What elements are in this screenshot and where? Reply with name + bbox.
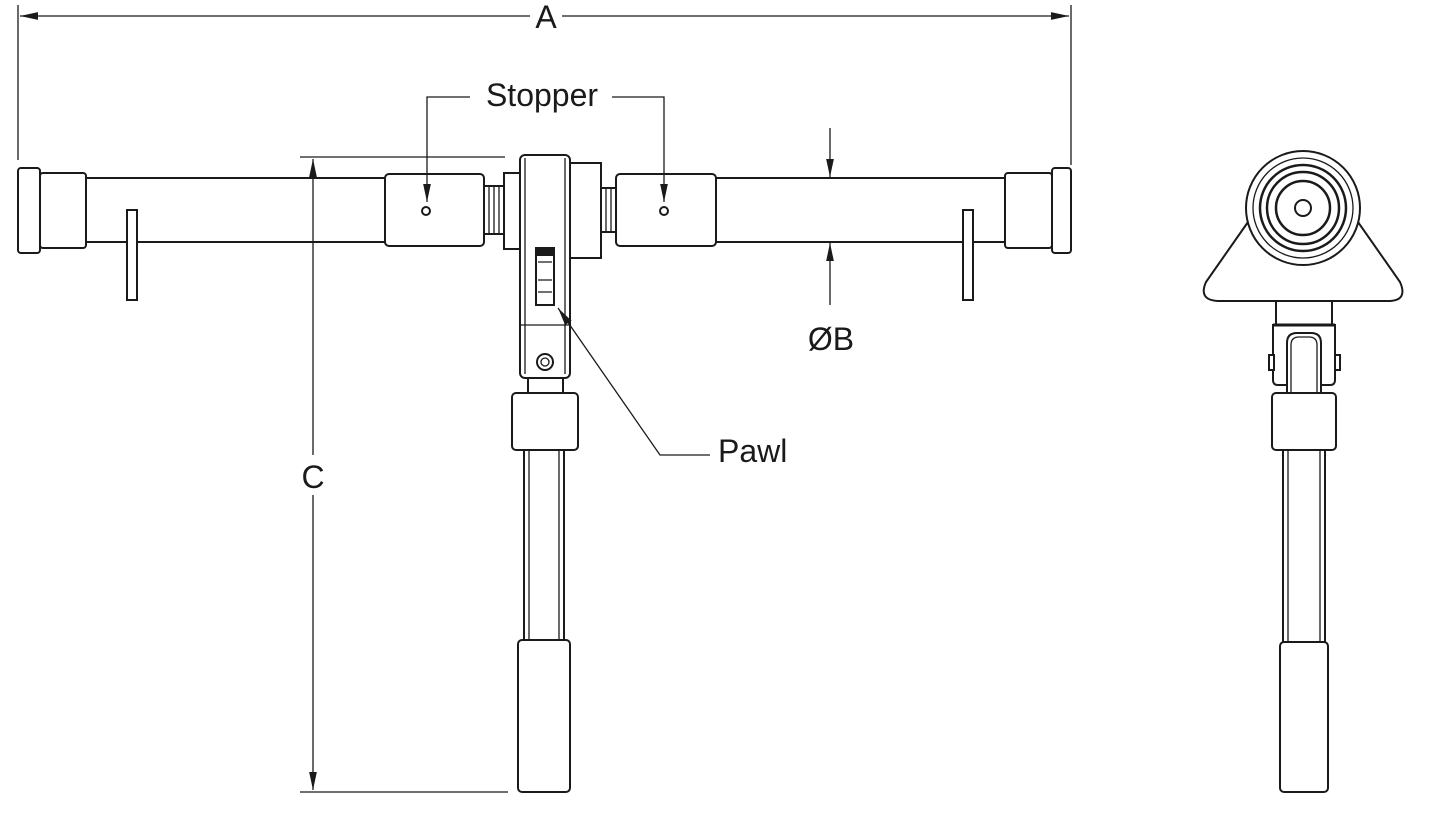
pawl-callout: Pawl [557,307,787,469]
left-pin [126,209,138,301]
ratchet-housing [519,154,571,394]
right-pin [962,209,974,301]
side-view [1202,150,1404,793]
center-hole [1294,199,1312,217]
dimension-a-label: A [535,0,557,35]
shaft [523,449,565,641]
left-stopper-hole [421,206,431,216]
pivot-bolt [536,353,554,371]
dimension-c-label: C [301,459,324,495]
front-view [17,154,1072,793]
diameter-b-label: ØB [808,321,854,357]
side-lower-knurled-grip [1279,641,1329,793]
left-stopper-collar [384,173,485,247]
stopper-label: Stopper [486,77,598,113]
right-stopper-hole [659,206,669,216]
lower-knurled-grip [517,639,571,793]
upper-knurled-grip [511,392,579,451]
pawl-label: Pawl [718,433,787,469]
side-upper-knurled-grip [1271,392,1337,451]
dimension-b: ØB [808,128,854,357]
dimension-a: A [17,0,1072,165]
handle-bar [17,162,1072,301]
dimension-c: C [300,156,508,793]
pawl-window [535,247,555,306]
stopper-callout: Stopper [423,77,668,202]
